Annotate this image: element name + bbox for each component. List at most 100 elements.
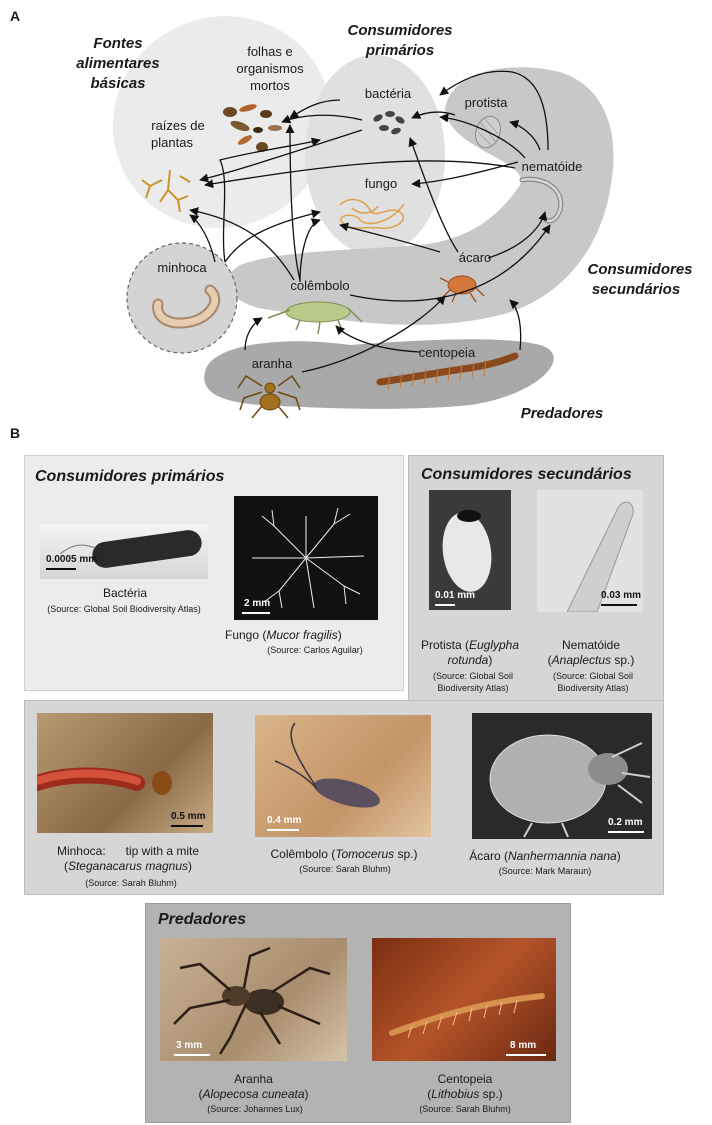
secondary-box-title: Consumidores secundários	[421, 466, 632, 483]
centipede-caption: Centopeia (Lithobius sp.)	[427, 1072, 503, 1101]
fungus-photo: 2 mm	[234, 496, 378, 620]
group-label-basic-3: básicas	[90, 75, 145, 92]
earthworm-caption: Minhoca: tip with a mite (Steganacarus m…	[56, 844, 200, 873]
node-leaves: folhas e	[247, 44, 293, 59]
centipede-caption-italic: Lithobius	[431, 1087, 480, 1101]
leaves-litter-icon	[223, 104, 282, 152]
blob-earthworm	[126, 242, 238, 354]
centipede-shape	[389, 993, 545, 1039]
protist-shape	[442, 510, 492, 592]
protist-source-l1: (Source: Global Soil	[432, 671, 514, 681]
earthworm-scalebar	[171, 825, 203, 827]
blob-basic-resources	[112, 16, 332, 228]
springtail-shape	[274, 722, 380, 808]
bacteria-caption: Bactéria	[102, 586, 148, 600]
protist-source: (Source: Global Soil Biodiversity Atlas)	[419, 670, 527, 694]
mite-source: (Source: Mark Maraun)	[498, 866, 592, 876]
spider-caption-italic: Alopecosa cuneata	[202, 1087, 305, 1101]
node-mite: ácaro	[459, 250, 492, 265]
protist-scale-label: 0.01 mm	[435, 590, 476, 601]
node-leaves-3: mortos	[250, 78, 290, 93]
panel-a-letter: A	[10, 8, 21, 24]
nematode-caption-italic: Anaplectus	[551, 653, 612, 667]
mite-scale-label: 0.2 mm	[608, 817, 643, 828]
fungus-caption-plain: Fungo	[225, 628, 260, 642]
centipede-caption-end: sp.)	[479, 1087, 503, 1101]
fungus-scale-label: 2 mm	[244, 598, 271, 609]
spider-scalebar	[174, 1054, 210, 1056]
nematode-caption-end: sp.)	[611, 653, 635, 667]
bacteria-shape	[59, 530, 202, 568]
spider-caption-plain: Aranha	[234, 1072, 273, 1086]
springtail-scalebar	[267, 829, 299, 831]
fungus-icon	[339, 198, 405, 229]
node-protist: protista	[465, 95, 508, 110]
springtail-caption-end: sp.)	[394, 847, 418, 861]
nematode-caption-plain: Nematóide	[561, 638, 621, 652]
springtail-scale-label: 0.4 mm	[267, 815, 302, 826]
nematode-source-l2: Biodiversity Atlas)	[557, 683, 629, 693]
nematode-source: (Source: Global Soil Biodiversity Atlas)	[539, 670, 647, 694]
bacteria-icon	[373, 111, 405, 135]
spider-caption: Aranha (Alopecosa cuneata)	[198, 1072, 309, 1101]
nematode-photo: 0.03 mm	[537, 490, 643, 612]
springtail-icon	[267, 301, 363, 335]
mite-caption-plain: Ácaro	[469, 849, 501, 863]
bacteria-scalebar	[46, 568, 76, 570]
blob-predators	[204, 339, 554, 409]
food-web-diagram: Fontes alimentares básicas Consumidores …	[76, 16, 693, 422]
centipede-source: (Source: Sarah Bluhm)	[419, 1104, 511, 1114]
earthworm-caption-l1: Minhoca: tip with a mite	[56, 844, 200, 858]
centipede-caption-plain: Centopeia	[437, 1072, 493, 1086]
spider-icon	[237, 374, 301, 419]
mite-photo: 0.2 mm	[472, 713, 652, 839]
protist-caption-italic1: Euglypha	[468, 638, 520, 652]
group-label-basic-2: alimentares	[76, 55, 159, 72]
predators-box-title: Predadores	[158, 911, 247, 928]
nematode-icon	[519, 176, 564, 224]
group-label-primary-2: primários	[365, 42, 434, 59]
centipede-icon	[376, 352, 519, 391]
fungus-source: (Source: Carlos Aguilar)	[267, 645, 363, 655]
fungus-caption: Fungo (Mucor fragilis)	[225, 628, 342, 642]
blob-primary-consumers	[305, 55, 445, 255]
bacteria-scale-label: 0.0005 mm	[46, 554, 98, 565]
panel-b-letter: B	[10, 425, 21, 441]
protist-caption-plain: Protista (	[420, 638, 469, 652]
fungus-caption-italic: Mucor fragilis	[266, 628, 338, 642]
mite-caption: Ácaro (Nanhermannia nana)	[469, 849, 621, 863]
earthworm-caption-italic: Steganacarus magnus	[67, 859, 189, 873]
group-label-primary: Consumidores	[347, 22, 452, 39]
protist-source-l2: Biodiversity Atlas)	[437, 683, 509, 693]
blob-secondary-consumers	[227, 67, 614, 325]
centipede-scale-label: 8 mm	[510, 1040, 537, 1051]
nematode-caption: Nematóide (Anaplectus sp.)	[547, 638, 635, 667]
protist-scalebar	[435, 604, 455, 606]
earthworm-source: (Source: Sarah Bluhm)	[85, 878, 177, 888]
group-label-secondary: Consumidores	[587, 261, 692, 278]
protist-caption-italic2: rotunda	[447, 653, 489, 667]
bacteria-source: (Source: Global Soil Biodiversity Atlas)	[47, 604, 201, 614]
earthworm-scale-label: 0.5 mm	[171, 811, 206, 822]
primary-consumers-box: Consumidores primários 0.0005 mm Bactéri…	[24, 455, 404, 691]
predators-box: Predadores 3 mm Aranha (Alopecosa cuneat…	[145, 903, 571, 1123]
bacteria-photo: 0.0005 mm	[40, 524, 208, 579]
earthworm-shape	[37, 767, 172, 795]
mite-shape	[489, 734, 651, 838]
mite-scalebar	[608, 831, 644, 833]
fungus-shape	[252, 507, 365, 609]
node-leaves-2: organismos	[236, 61, 304, 76]
secondary-consumers-box: Consumidores secundários 0.01 mm 0.03 mm…	[408, 455, 664, 702]
nematode-source-l1: (Source: Global Soil	[552, 671, 634, 681]
springtail-source: (Source: Sarah Bluhm)	[299, 864, 391, 874]
node-roots: raízes de	[151, 118, 204, 133]
springtail-caption-plain: Colêmbolo	[270, 847, 328, 861]
spider-photo: 3 mm	[160, 938, 347, 1061]
node-nematode: nematóide	[522, 159, 583, 174]
springtail-photo: 0.4 mm	[255, 715, 431, 837]
group-label-predators: Predadores	[521, 405, 604, 422]
fungus-scalebar	[242, 612, 270, 614]
food-web-arrows	[189, 70, 551, 373]
nematode-shape	[566, 501, 634, 612]
node-centipede: centopeia	[419, 345, 476, 360]
